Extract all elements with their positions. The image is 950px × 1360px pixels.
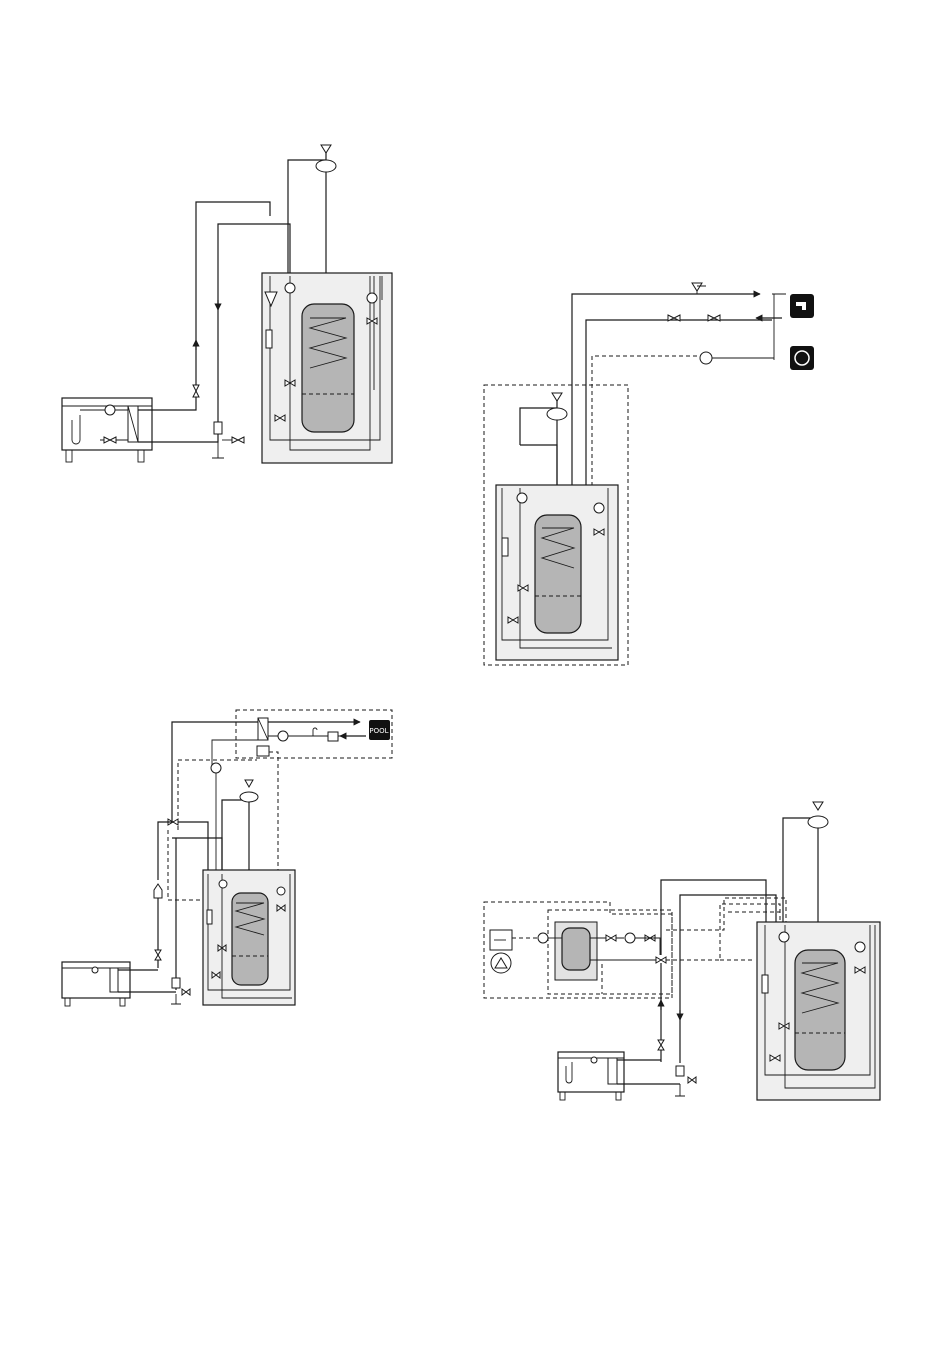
tap-water-icon (790, 294, 814, 318)
pump-icon (779, 932, 789, 942)
filter-icon (676, 1066, 684, 1076)
valve-icon (658, 1040, 664, 1050)
pump-icon (538, 933, 548, 943)
pump-icon (491, 953, 511, 973)
pump-icon (219, 880, 227, 888)
valve-icon (193, 385, 199, 397)
diagram-bottom-right (484, 802, 880, 1100)
filter-icon (214, 422, 222, 434)
expansion-vessel-icon (240, 792, 258, 802)
diagram-bottom-left: POOL (62, 710, 392, 1006)
pump-icon (855, 942, 865, 952)
expansion-vessel-icon (808, 816, 828, 828)
filter-icon (172, 978, 180, 988)
valve-icon (606, 935, 616, 941)
diagram-top-left (62, 145, 392, 463)
expansion-vessel-icon (316, 160, 336, 172)
pump-icon (211, 763, 221, 773)
pump-icon (700, 352, 712, 364)
diagram-top-right (484, 283, 814, 665)
pump-icon (105, 405, 115, 415)
valve-icon (232, 437, 244, 443)
filter-icon (328, 732, 338, 741)
pump-icon (625, 933, 635, 943)
expansion-vessel-icon (547, 408, 567, 420)
outdoor-unit (62, 398, 152, 462)
pump-icon (517, 493, 527, 503)
circulation-icon (790, 346, 814, 370)
pump-icon (594, 503, 604, 513)
pump-icon (367, 293, 377, 303)
three-way-valve-icon (656, 957, 666, 963)
pump-icon (277, 887, 285, 895)
pool-icon: POOL (369, 720, 390, 740)
valve-icon (155, 950, 161, 960)
pump-icon (285, 283, 295, 293)
pool-label: POOL (369, 727, 388, 735)
pump-icon (278, 731, 288, 741)
